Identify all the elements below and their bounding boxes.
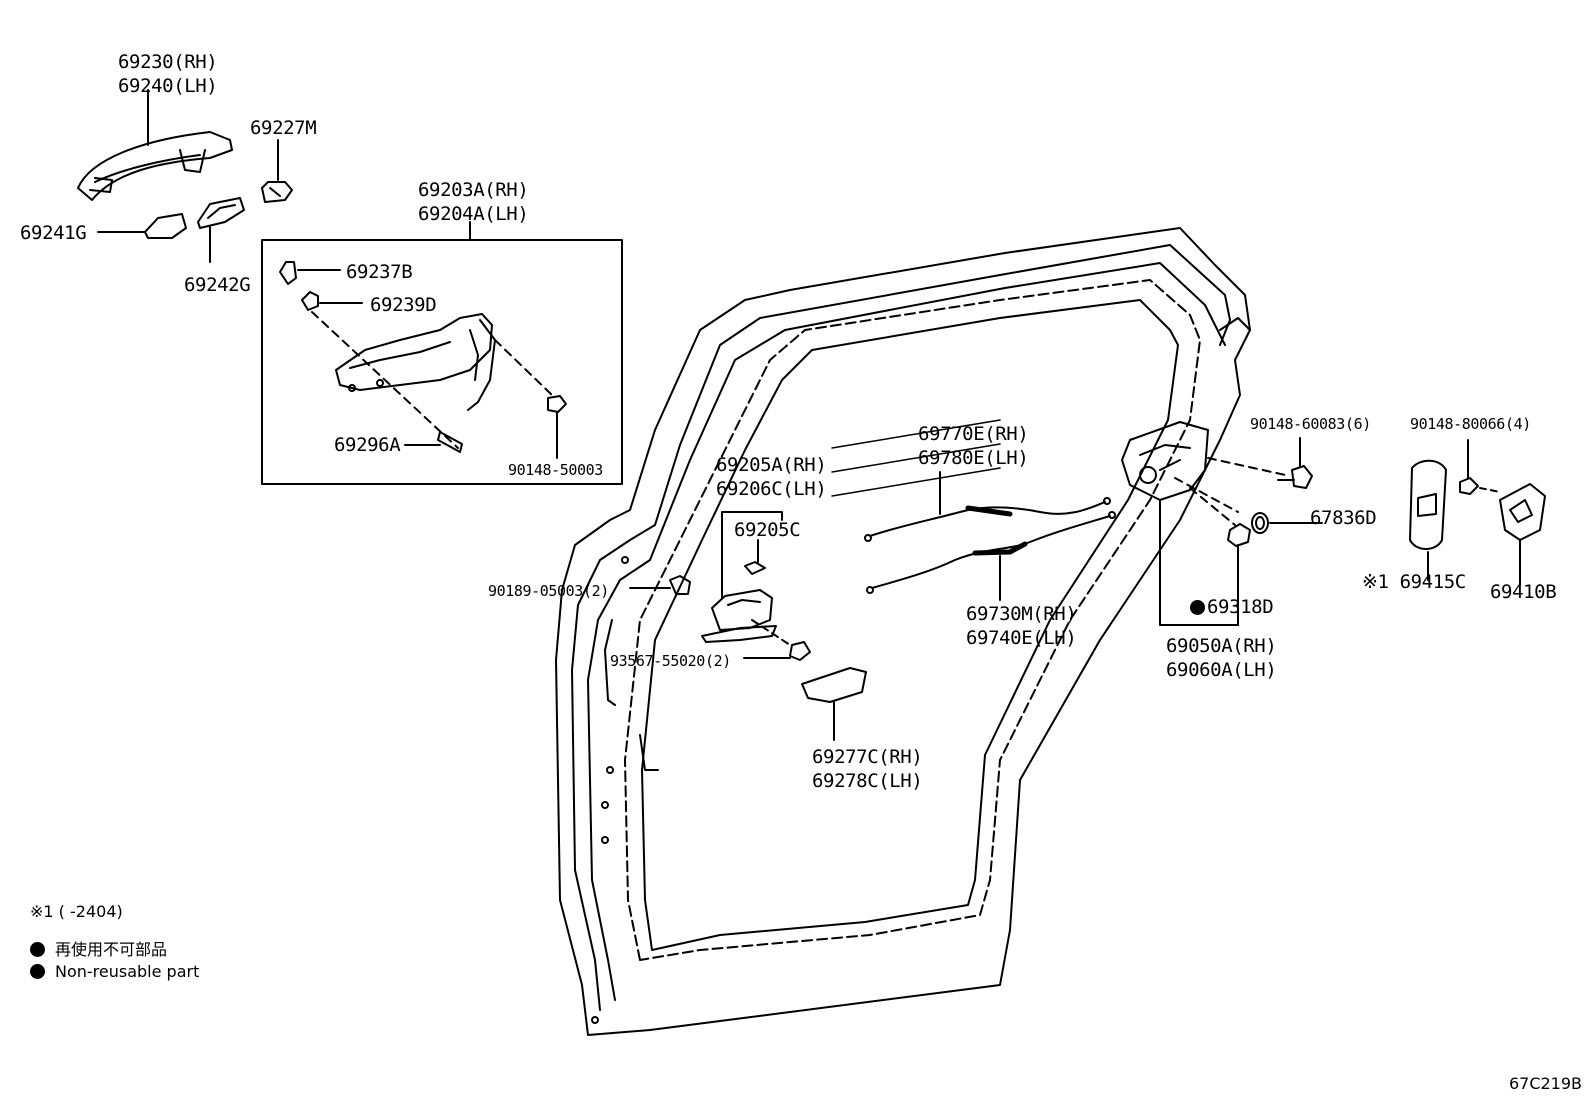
label-69242G: 69242G	[184, 273, 251, 297]
label-69050A-line1: 69050A(RH)	[1166, 635, 1277, 657]
label-69277C-line2: 69278C(LH)	[812, 770, 923, 792]
non-reusable-marker	[1190, 600, 1205, 615]
label-69730M-line2: 69740E(LH)	[966, 627, 1077, 649]
label-69227M-text: 69227M	[250, 117, 317, 139]
label-69318D: 69318D	[1190, 595, 1274, 619]
handle-frame-drawing	[279, 261, 567, 459]
label-69239D-text: 69239D	[370, 294, 437, 316]
label-69230-line2: 69240(LH)	[118, 75, 218, 97]
label-69241G-text: 69241G	[20, 222, 87, 244]
label-67836D: 67836D	[1310, 506, 1377, 530]
label-69239D: 69239D	[370, 293, 437, 317]
label-90189-05003: 90189-05003(2)	[488, 579, 609, 603]
label-90189-05003-text: 90189-05003(2)	[488, 582, 609, 600]
label-69237B: 69237B	[346, 260, 413, 284]
label-69277C: 69277C(RH) 69278C(LH)	[812, 745, 923, 793]
lock-bolt-drawing	[1277, 437, 1313, 489]
label-69410B-text: 69410B	[1490, 581, 1557, 603]
label-93567-55020-text: 93567-55020(2)	[610, 652, 731, 670]
legend-jp-text: 再使用不可部品	[55, 940, 168, 959]
label-69205C: 69205C	[734, 518, 801, 542]
frame-box	[261, 239, 623, 485]
label-69203A: 69203A(RH) 69204A(LH)	[418, 178, 529, 226]
label-69770E-line1: 69770E(RH)	[918, 423, 1029, 445]
label-69770E: 69770E(RH) 69780E(LH)	[918, 422, 1029, 470]
legend-note: ※1 ( -2404)	[30, 902, 123, 921]
legend-en: Non-reusable part	[30, 962, 199, 981]
legend-dot-icon	[30, 964, 45, 979]
striker-drawing	[1459, 439, 1546, 586]
label-90148-80066-text: 90148-80066(4)	[1410, 415, 1531, 433]
handle-gasket-drawing	[197, 197, 245, 263]
label-69770E-line2: 69780E(LH)	[918, 447, 1029, 469]
legend-dot-icon	[30, 942, 45, 957]
legend-jp: 再使用不可部品	[30, 936, 167, 960]
striker-cover-drawing	[1409, 459, 1447, 581]
label-90148-50003: 90148-50003	[508, 458, 603, 482]
label-69050A-line2: 69060A(LH)	[1166, 659, 1277, 681]
grommet-drawing	[1251, 512, 1323, 534]
label-93567-55020: 93567-55020(2)	[610, 649, 731, 673]
label-69242G-text: 69242G	[184, 274, 251, 296]
cables-drawing	[831, 419, 1116, 601]
legend-en-text: Non-reusable part	[55, 962, 200, 981]
label-90148-60083: 90148-60083(6)	[1250, 412, 1371, 436]
legend-note-text: ※1 ( -2404)	[30, 902, 123, 921]
diagram-code: 67C219B	[1508, 1074, 1582, 1093]
label-69205A: 69205A(RH) 69206C(LH)	[716, 453, 827, 501]
label-69415C-text: ※1 69415C	[1362, 571, 1466, 593]
label-90148-60083-text: 90148-60083(6)	[1250, 415, 1371, 433]
label-69730M: 69730M(RH) 69740E(LH)	[966, 602, 1077, 650]
label-69237B-text: 69237B	[346, 261, 413, 283]
label-69230: 69230(RH) 69240(LH)	[118, 50, 218, 98]
inside-handle-drawing	[629, 511, 811, 661]
label-69230-line1: 69230(RH)	[118, 51, 218, 73]
label-69241G: 69241G	[20, 221, 87, 245]
door-lock-drawing	[1121, 421, 1291, 626]
label-69415C: ※1 69415C	[1362, 570, 1466, 594]
handle-bezel-drawing	[801, 667, 867, 741]
label-69410B: 69410B	[1490, 580, 1557, 604]
label-69203A-line1: 69203A(RH)	[418, 179, 529, 201]
label-90148-50003-text: 90148-50003	[508, 461, 603, 479]
label-69205A-line2: 69206C(LH)	[716, 478, 827, 500]
label-69050A: 69050A(RH) 69060A(LH)	[1166, 634, 1277, 682]
handle-pad-drawing	[97, 213, 187, 239]
label-69205C-text: 69205C	[734, 519, 801, 541]
label-67836D-text: 67836D	[1310, 507, 1377, 529]
label-69203A-line2: 69204A(LH)	[418, 203, 529, 225]
label-69277C-line1: 69277C(RH)	[812, 746, 923, 768]
label-69318D-text: 69318D	[1207, 596, 1274, 618]
handle-cap-drawing	[261, 139, 293, 203]
label-69296A: 69296A	[334, 433, 401, 457]
label-90148-80066: 90148-80066(4)	[1410, 412, 1531, 436]
label-69730M-line1: 69730M(RH)	[966, 603, 1077, 625]
label-69296A-text: 69296A	[334, 434, 401, 456]
outside-handle-drawing	[77, 89, 233, 201]
label-69205A-line1: 69205A(RH)	[716, 454, 827, 476]
label-69227M: 69227M	[250, 116, 317, 140]
seal-drawing	[1227, 523, 1251, 547]
rear-door-panel	[555, 227, 1251, 1036]
